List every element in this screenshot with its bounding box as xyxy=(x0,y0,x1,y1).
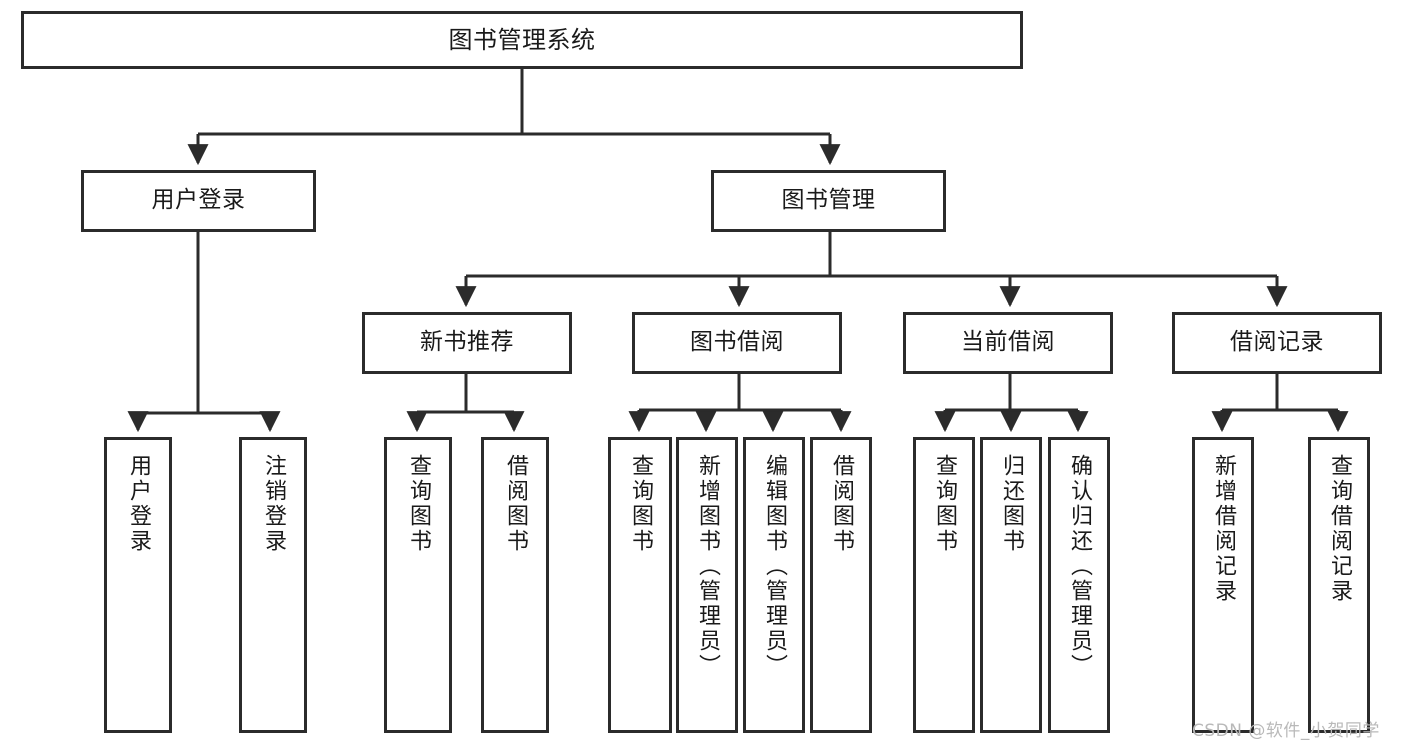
leaf-user-logout[interactable]: 注销登录 xyxy=(239,437,307,733)
node-label: 图书借阅 xyxy=(690,329,784,356)
node-label: 用户登录 xyxy=(151,187,246,214)
node-label: 图书管理系统 xyxy=(448,25,596,54)
node-label: 确认归还（管理员） xyxy=(1066,454,1092,679)
node-label: 归还图书 xyxy=(998,454,1024,554)
leaf-add-borrow-record[interactable]: 新增借阅记录 xyxy=(1192,437,1254,733)
node-label: 查询图书 xyxy=(931,454,957,554)
leaf-borrow-book-borrow[interactable]: 借阅图书 xyxy=(810,437,872,733)
node-book-manage[interactable]: 图书管理 xyxy=(711,170,946,232)
node-label: 借阅记录 xyxy=(1230,329,1324,356)
leaf-edit-book-admin[interactable]: 编辑图书（管理员） xyxy=(743,437,805,733)
leaf-confirm-return-admin[interactable]: 确认归还（管理员） xyxy=(1048,437,1110,733)
node-label: 新增图书（管理员） xyxy=(694,454,720,679)
csdn-watermark: CSDN @软件_小贺同学 xyxy=(1192,721,1380,741)
node-label: 注销登录 xyxy=(260,454,286,554)
leaf-query-book-current[interactable]: 查询图书 xyxy=(913,437,975,733)
leaf-user-login[interactable]: 用户登录 xyxy=(104,437,172,733)
leaf-borrow-book-new-rec[interactable]: 借阅图书 xyxy=(481,437,549,733)
leaf-query-borrow-record[interactable]: 查询借阅记录 xyxy=(1308,437,1370,733)
node-label: 查询借阅记录 xyxy=(1326,454,1352,604)
node-user-login[interactable]: 用户登录 xyxy=(81,170,316,232)
node-book-borrow[interactable]: 图书借阅 xyxy=(632,312,842,374)
node-label: 当前借阅 xyxy=(961,329,1055,356)
leaf-query-book-borrow[interactable]: 查询图书 xyxy=(608,437,672,733)
node-label: 借阅图书 xyxy=(828,454,854,554)
node-current-borrow[interactable]: 当前借阅 xyxy=(903,312,1113,374)
node-root-system[interactable]: 图书管理系统 xyxy=(21,11,1023,69)
leaf-add-book-admin[interactable]: 新增图书（管理员） xyxy=(676,437,738,733)
leaf-query-book-new-rec[interactable]: 查询图书 xyxy=(384,437,452,733)
node-borrow-record[interactable]: 借阅记录 xyxy=(1172,312,1382,374)
node-label: 用户登录 xyxy=(125,454,151,554)
node-label: 编辑图书（管理员） xyxy=(761,454,787,679)
node-label: 新书推荐 xyxy=(420,329,514,356)
node-new-book-recommend[interactable]: 新书推荐 xyxy=(362,312,572,374)
node-label: 查询图书 xyxy=(627,454,653,554)
node-label: 借阅图书 xyxy=(502,454,528,554)
leaf-return-book[interactable]: 归还图书 xyxy=(980,437,1042,733)
node-label: 图书管理 xyxy=(781,187,876,214)
node-label: 新增借阅记录 xyxy=(1210,454,1236,604)
node-label: 查询图书 xyxy=(405,454,431,554)
